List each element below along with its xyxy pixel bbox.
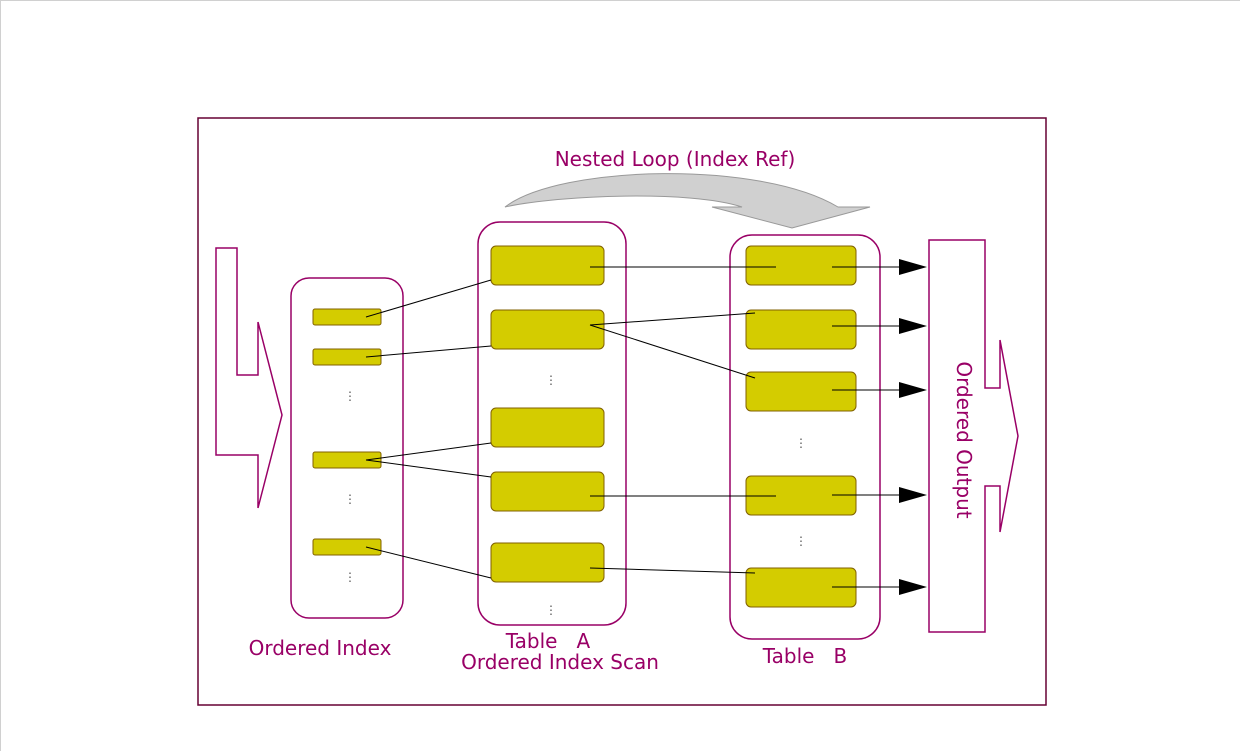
table-b-row	[745, 371, 857, 412]
output-arrows	[832, 259, 927, 595]
index-entry	[312, 451, 382, 469]
ordered-output-label: Ordered Output	[952, 361, 976, 518]
ordered-index-container	[290, 277, 404, 619]
diagram-title: Nested Loop (Index Ref)	[555, 147, 796, 171]
index-to-table-a-links	[365, 279, 492, 579]
nested-loop-arrow	[504, 173, 871, 229]
ellipsis-marker: ⋮	[344, 389, 356, 403]
table-a-row	[490, 542, 605, 583]
index-entry	[312, 348, 382, 366]
table-a-container	[477, 221, 627, 626]
input-arrow	[215, 247, 283, 509]
table-a-row	[490, 407, 605, 448]
ellipsis-marker: ⋮	[344, 492, 356, 506]
ellipsis-marker: ⋮	[344, 570, 356, 584]
diagram-frame	[197, 117, 1047, 706]
table-b-row	[745, 245, 857, 286]
table-a-row	[490, 309, 605, 350]
table-a-label: Table A	[505, 629, 591, 653]
index-entry	[312, 538, 382, 556]
index-entry	[312, 308, 382, 326]
table-b-row	[745, 309, 857, 350]
table-a-subtitle: Ordered Index Scan	[461, 650, 659, 674]
ordered-index-label: Ordered Index	[249, 636, 392, 660]
page-edge	[0, 0, 1240, 1]
ellipsis-marker: ⋮	[545, 373, 557, 387]
ellipsis-marker: ⋮	[545, 603, 557, 617]
table-b-container	[729, 234, 881, 640]
table-b-label: Table B	[762, 644, 848, 668]
table-a-row	[490, 471, 605, 512]
page-edge	[0, 0, 1, 751]
ellipsis-marker: ⋮	[795, 534, 807, 548]
table-a-to-table-b-links	[589, 266, 776, 574]
ordered-output-arrow	[928, 239, 1019, 633]
ellipsis-marker: ⋮	[795, 436, 807, 450]
table-a-row	[490, 245, 605, 286]
